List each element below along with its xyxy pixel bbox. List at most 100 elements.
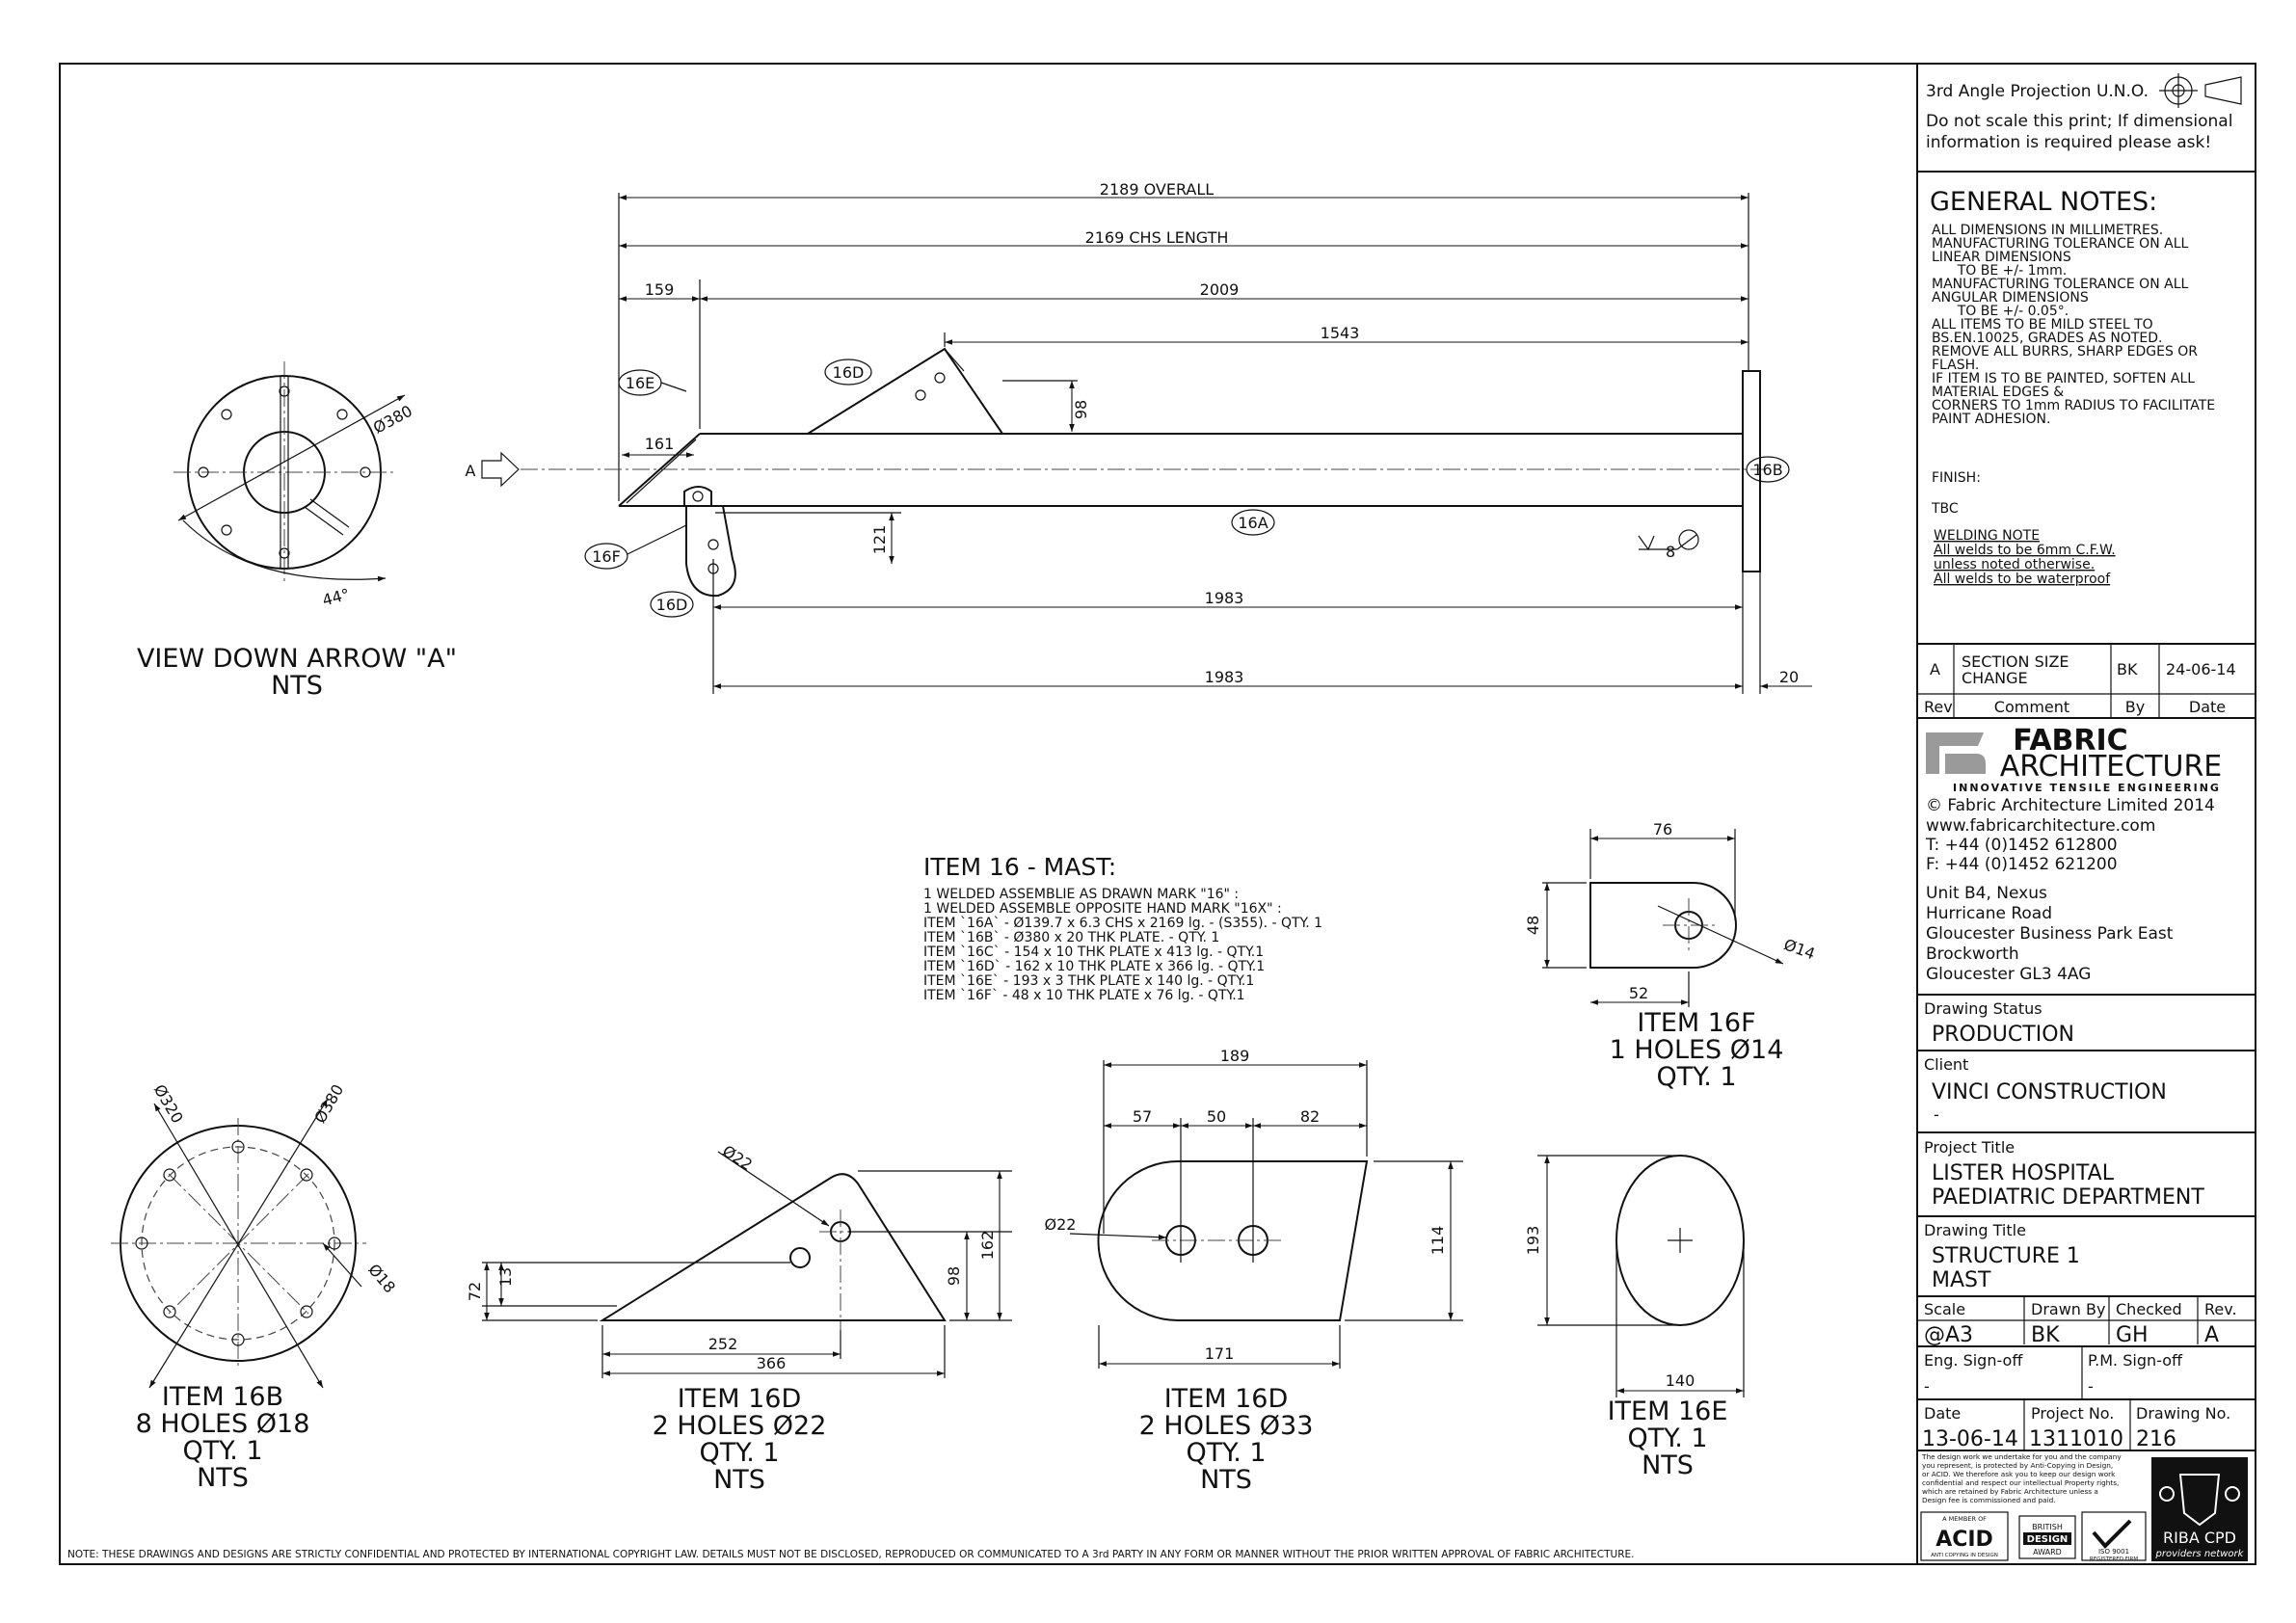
item-16d-plate-dim-50: 50 <box>1207 1107 1226 1126</box>
drawn-by-label: Drawn By <box>2031 1300 2105 1318</box>
dim-chs-length: 2169 CHS LENGTH <box>1085 228 1229 247</box>
item-16d-plate-caption: ITEM 16D <box>1164 1384 1289 1414</box>
item-16d-fin-dim-162: 162 <box>978 1231 997 1261</box>
general-note-line: FLASH. <box>1932 358 1979 373</box>
company-address: Brockworth <box>1926 945 2019 964</box>
item-16d-plate-caption: 2 HOLES Ø33 <box>1139 1411 1314 1441</box>
item-list-line: ITEM `16D` - 162 x 10 THK PLATE x 366 lg… <box>923 959 1265 974</box>
drawing-title-1: STRUCTURE 1 <box>1932 1244 2080 1268</box>
item-16b-caption: ITEM 16B <box>162 1382 283 1412</box>
item-16d-fin-caption: QTY. 1 <box>699 1438 779 1468</box>
disclaimer-line: you represent, is protected by Anti-Copy… <box>1922 1461 2113 1470</box>
item-16d-fin-dim-22: Ø22 <box>719 1141 756 1174</box>
item-list-line: ITEM `16C` - 154 x 10 THK PLATE x 413 lg… <box>923 945 1264 960</box>
disclaimer-line: which are retained by Fabric Architectur… <box>1922 1487 2098 1496</box>
drawing-no-label: Drawing No. <box>2136 1404 2230 1423</box>
general-note-line: BS.EN.10025, GRADES AS NOTED. <box>1932 331 2162 346</box>
item-16d-fin-dim-72: 72 <box>466 1282 484 1301</box>
item-16e-caption: ITEM 16E <box>1608 1397 1728 1426</box>
footer-confidentiality-note: NOTE: THESE DRAWINGS AND DESIGNS ARE STR… <box>67 1549 1635 1560</box>
revision-header-rev: Rev <box>1924 698 1953 716</box>
welding-note-line: unless noted otherwise. <box>1934 557 2095 572</box>
balloon-16e: 16E <box>626 374 654 392</box>
revision-rev: A <box>1930 660 1940 678</box>
item-16f-caption: ITEM 16F <box>1637 1008 1755 1038</box>
company-address: Gloucester Business Park East <box>1926 924 2174 944</box>
dim-98: 98 <box>1072 400 1090 419</box>
balloon-16d-bottom: 16D <box>656 596 688 614</box>
fabric-architecture-logo: FABRIC ARCHITECTURE INNOVATIVE TENSILE E… <box>1926 724 2222 794</box>
balloon-16b: 16B <box>1752 461 1782 479</box>
checked-label: Checked <box>2116 1300 2182 1318</box>
iso-9001-badge: ISO 9001 REGISTERED FIRM <box>2081 1511 2147 1562</box>
item-16b-dim-320: Ø320 <box>150 1081 187 1127</box>
svg-text:REGISTERED FIRM: REGISTERED FIRM <box>2090 1556 2138 1562</box>
item-16f-caption: 1 HOLES Ø14 <box>1610 1035 1784 1065</box>
project-no-value: 1311010 <box>2029 1427 2123 1451</box>
item-16f-dim-76: 76 <box>1653 820 1672 838</box>
project-title-2: PAEDIATRIC DEPARTMENT <box>1932 1185 2204 1210</box>
company-name-2: ARCHITECTURE <box>2000 750 2223 784</box>
revision-comment: SECTION SIZE <box>1962 652 2069 671</box>
item-16d-plate-caption: QTY. 1 <box>1186 1438 1266 1468</box>
item-16f-dim-52: 52 <box>1629 984 1648 1002</box>
weld-size: 8 <box>1666 543 1675 561</box>
svg-text:ISO 9001: ISO 9001 <box>2098 1548 2129 1556</box>
checkmark-icon <box>2092 1519 2132 1549</box>
acid-disclaimer: The design work we undertake for you and… <box>1921 1452 2122 1504</box>
item-16f-dim-48: 48 <box>1524 916 1542 935</box>
disclaimer-line: or ACID. We therefore ask you to keep ou… <box>1922 1470 2116 1478</box>
general-note-line: IF ITEM IS TO BE PAINTED, SOFTEN ALL <box>1932 371 2195 386</box>
item-16d-fin-dim-13: 13 <box>496 1267 515 1287</box>
item-16e-dim-193: 193 <box>1524 1226 1542 1256</box>
drawing-no-value: 216 <box>2136 1427 2176 1451</box>
item-16f-view: 76 48 52 Ø14 ITEM 16F 1 HOLES Ø14 QTY. 1 <box>1524 820 1818 1092</box>
drawing-title-label: Drawing Title <box>1924 1221 2026 1239</box>
project-no-label: Project No. <box>2031 1404 2114 1423</box>
company-fax: F: +44 (0)1452 621200 <box>1926 855 2118 874</box>
general-note-line: MANUFACTURING TOLERANCE ON ALL <box>1932 236 2188 252</box>
eng-signoff-value: - <box>1924 1377 1930 1396</box>
dim-1543: 1543 <box>1321 324 1360 342</box>
item-16e-caption: QTY. 1 <box>1627 1423 1707 1453</box>
welding-note-line: All welds to be waterproof <box>1934 572 2111 587</box>
view-a-angle: 44° <box>320 585 351 610</box>
item-16d-fin-caption: 2 HOLES Ø22 <box>653 1411 827 1441</box>
svg-text:A MEMBER OF: A MEMBER OF <box>1942 1515 1987 1523</box>
view-down-arrow-a: Ø380 44° VIEW DOWN ARROW "A" NTS <box>137 361 457 701</box>
view-a-caption-2: NTS <box>271 671 323 701</box>
item-list-line: ITEM `16F` - 48 x 10 THK PLATE x 76 lg. … <box>923 988 1245 1003</box>
client-value-2: - <box>1934 1105 1939 1124</box>
pm-signoff-value: - <box>2088 1377 2094 1396</box>
riba-crest-icon <box>2159 1474 2240 1527</box>
item-list-line: ITEM `16A` - Ø139.7 x 6.3 CHS x 2169 lg.… <box>923 916 1322 931</box>
general-note-line: MANUFACTURING TOLERANCE ON ALL <box>1932 277 2188 292</box>
general-note-line: LINEAR DIMENSIONS <box>1932 250 2071 265</box>
item-16d-fin-dim-98: 98 <box>945 1266 963 1286</box>
drawn-by-value: BK <box>2031 1323 2060 1347</box>
balloon-16f: 16F <box>592 547 621 566</box>
item-16b-dim-380: Ø380 <box>310 1081 347 1127</box>
eng-signoff-label: Eng. Sign-off <box>1924 1351 2023 1370</box>
general-notes-list: ALL DIMENSIONS IN MILLIMETRES. MANUFACTU… <box>1932 223 2215 427</box>
item-16d-fin-dim-366: 366 <box>757 1354 787 1372</box>
item-16e-view: 193 140 ITEM 16E QTY. 1 NTS <box>1524 1155 1745 1480</box>
checked-value: GH <box>2116 1323 2149 1347</box>
svg-text:RIBA CPD: RIBA CPD <box>2163 1529 2236 1547</box>
revision-comment: CHANGE <box>1962 669 2028 687</box>
item-16b-caption: 8 HOLES Ø18 <box>136 1409 310 1439</box>
general-note-line: ANGULAR DIMENSIONS <box>1932 290 2089 306</box>
project-title-1: LISTER HOSPITAL <box>1932 1161 2115 1185</box>
revision-header-date: Date <box>2189 698 2226 716</box>
company-address: Unit B4, Nexus <box>1926 884 2047 903</box>
date-label: Date <box>1924 1404 1961 1423</box>
title-block: 3rd Angle Projection U.N.O. Do not scale… <box>1917 73 2256 1562</box>
dim-121: 121 <box>870 525 889 555</box>
company-tagline: INNOVATIVE TENSILE ENGINEERING <box>1953 782 2221 794</box>
svg-text:BRITISH: BRITISH <box>2032 1523 2063 1531</box>
company-address: Hurricane Road <box>1926 904 2052 923</box>
company-name-1: FABRIC <box>2013 724 2127 758</box>
svg-text:providers network: providers network <box>2155 1549 2245 1559</box>
date-value: 13-06-14 <box>1922 1427 2018 1451</box>
